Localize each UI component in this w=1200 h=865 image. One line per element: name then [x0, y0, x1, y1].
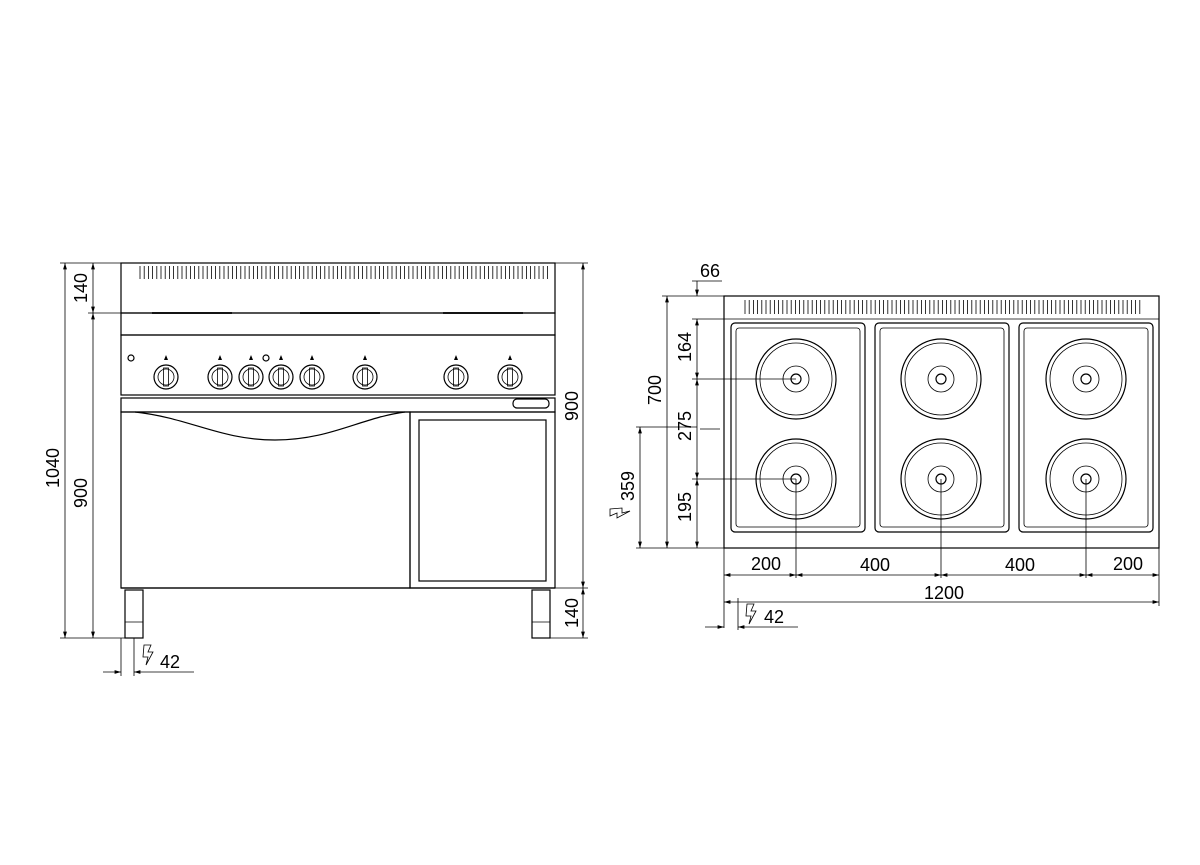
top-backsplash-vents	[744, 300, 1141, 314]
dim-power-inlet-height: 359	[618, 471, 638, 501]
control-knob	[238, 355, 264, 390]
front-view: 1040 140 900 900 140 42	[43, 262, 588, 676]
dim-hotplate-row-spacing: 275	[675, 411, 695, 441]
lightning-arrow-icon	[609, 507, 631, 519]
front-control-panel	[120, 334, 556, 396]
front-handle-rail	[120, 397, 556, 413]
indicator-light	[127, 354, 135, 362]
cabinet-body	[409, 411, 556, 589]
hotplate	[900, 338, 982, 420]
control-knob	[153, 355, 179, 390]
control-knob	[268, 355, 294, 390]
dim-body-height-right: 900	[562, 391, 582, 421]
lightning-arrow-icon	[745, 603, 757, 625]
dim-overall-depth: 700	[645, 375, 665, 405]
control-knob	[443, 355, 469, 390]
front-nameplate	[512, 398, 550, 409]
hotplate-zones	[730, 322, 1154, 578]
lightning-arrow-icon	[142, 644, 154, 666]
dim-front-hotplate-offset: 195	[675, 492, 695, 522]
hotplate-zone	[1018, 322, 1154, 578]
control-knob	[497, 355, 523, 390]
leg-right	[531, 589, 551, 639]
front-backsplash-vents	[139, 266, 548, 279]
hotplate-zone	[874, 322, 1010, 578]
dim-overall-height: 1040	[43, 448, 63, 488]
dim-body-height: 900	[71, 478, 91, 508]
control-knob	[352, 355, 378, 390]
dim-axis-spacing-2: 400	[1005, 555, 1035, 575]
oven-body	[120, 411, 411, 589]
dim-leg-height: 140	[562, 598, 582, 628]
hotplate-zone	[730, 322, 866, 578]
dim-backsplash-depth: 66	[700, 261, 720, 281]
cabinet-door	[418, 419, 547, 582]
top-view: 66 700 164 275 195 359 200 400 400	[609, 261, 1160, 630]
indicator-light	[262, 354, 270, 362]
dim-axis-spacing-1: 400	[860, 555, 890, 575]
dim-backsplash-height: 140	[71, 273, 91, 303]
dim-edge-to-first-axis: 200	[751, 554, 781, 574]
dim-power-inlet-side-offset: 42	[764, 607, 784, 627]
dim-overall-width: 1200	[924, 583, 964, 603]
oven-door-curve	[134, 411, 406, 441]
dim-power-inlet-offset: 42	[160, 652, 180, 672]
dim-rear-hotplate-offset: 164	[675, 332, 695, 362]
front-worktop	[120, 312, 556, 336]
top-outline	[723, 295, 1160, 549]
dim-last-axis-to-edge: 200	[1113, 554, 1143, 574]
front-knobs	[153, 355, 523, 390]
leg-left	[124, 589, 144, 639]
hotplate	[1045, 338, 1127, 420]
control-knob	[299, 355, 325, 390]
control-knob	[207, 355, 233, 390]
